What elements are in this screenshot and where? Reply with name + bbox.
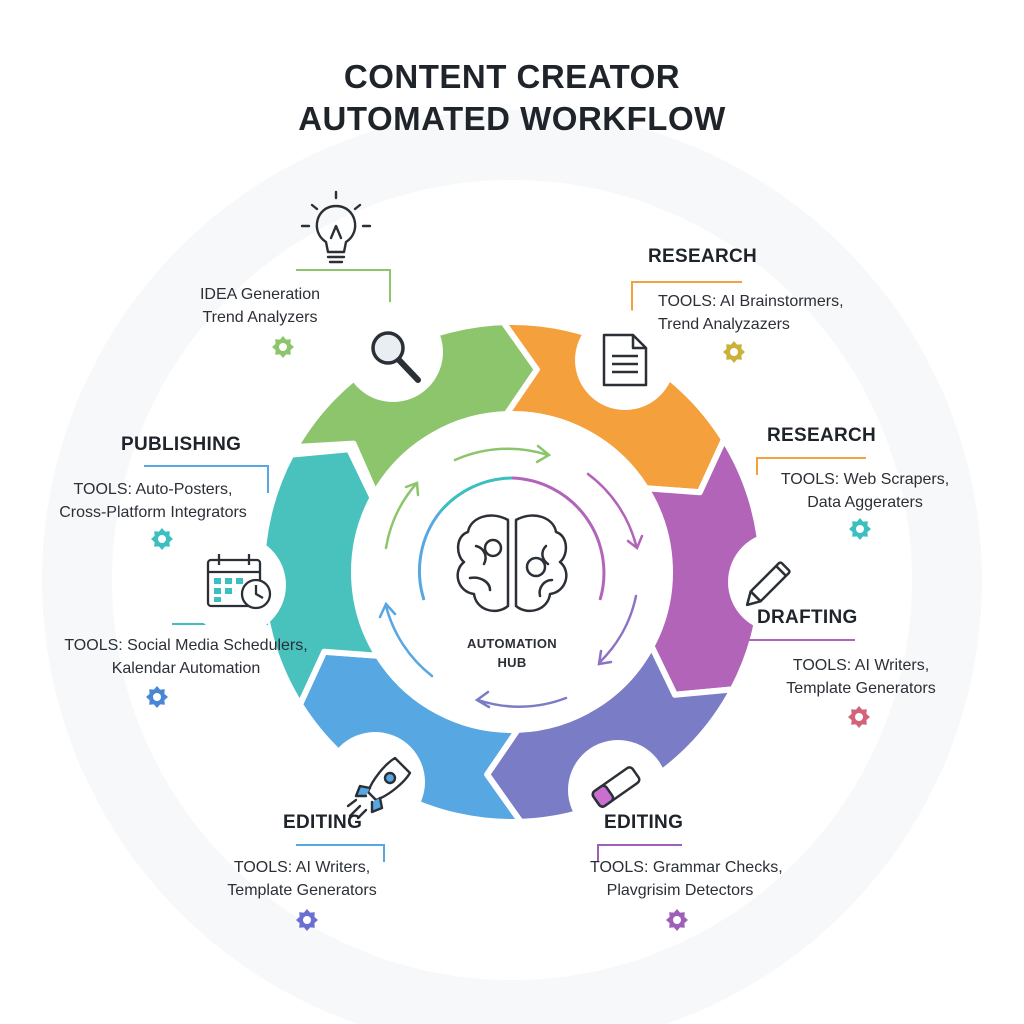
cycle-arrow-bottom [476, 696, 568, 708]
connector-research-top [631, 281, 742, 320]
inner-ring-blue [417, 511, 442, 601]
magnifier-icon [371, 331, 421, 383]
publishing-heading: PUBLISHING [121, 434, 242, 455]
research-tools-right: TOOLS: Web Scrapers, Data Aggeraters [770, 468, 960, 514]
inner-ring-teal [438, 476, 513, 513]
gear-icon-publishing [151, 528, 173, 550]
cycle-arrowhead-top [535, 444, 552, 464]
editing-left-line2: Template Generators [227, 882, 377, 899]
hub-label: AUTOMATION HUB [442, 634, 582, 672]
editing-heading-right: EDITING [604, 812, 684, 833]
gear-icon-schedulers [146, 686, 168, 708]
research-heading-right: RESEARCH [767, 425, 877, 446]
editing-left-line1: TOOLS: AI Writers, [233, 859, 371, 876]
cycle-arrowhead-upper-left [404, 481, 420, 497]
drafting-tools: TOOLS: AI Writers, Template Generators [766, 654, 956, 700]
research-right-line1: TOOLS: Web Scrapers, [780, 471, 950, 488]
editing-right-line1: TOOLS: Grammar Checks, [590, 859, 783, 876]
idea-label: IDEA Generation Trend Analyzers [180, 283, 340, 329]
schedulers-line1: TOOLS: Social Media Schedulers, [64, 637, 308, 654]
connector-publishing [144, 465, 269, 493]
drafting-heading: DRAFTING [757, 607, 858, 628]
hub-disc [352, 412, 672, 732]
connector-idea [296, 269, 391, 308]
research-top-line2: Trend Analyzazers [658, 316, 790, 333]
connector-research-right [756, 457, 866, 475]
drafting-line1: TOOLS: AI Writers, [792, 657, 930, 674]
gear-icons [146, 336, 871, 931]
brain-icon [456, 514, 568, 613]
cycle-arrows [378, 444, 644, 709]
publishing-line2: Cross-Platform Integrators [59, 504, 247, 521]
cycle-arrow-lower-right [598, 594, 638, 664]
cycle-arrowhead-lower-right [597, 649, 613, 666]
research-right-line2: Data Aggeraters [807, 494, 923, 511]
lightbulb-icon [300, 190, 372, 264]
gear-icon-research-right [849, 518, 871, 540]
research-top-line1: TOOLS: AI Brainstormers, [658, 293, 844, 310]
connector-drafting [741, 639, 855, 645]
hub-label-line1: AUTOMATION [467, 636, 557, 651]
drafting-line2: Template Generators [786, 680, 936, 697]
research-heading-top: RESEARCH [648, 246, 758, 267]
cycle-arrowhead-right [626, 534, 644, 550]
cycle-arrow-left [384, 604, 434, 678]
cycle-arrowhead-bottom [474, 690, 491, 709]
idea-line1: IDEA Generation [199, 286, 321, 303]
editing-tools-left: TOOLS: AI Writers, Template Generators [212, 856, 392, 902]
cycle-arrowhead-left [378, 601, 397, 619]
rocket-icon [346, 756, 412, 820]
inner-ring-magenta [511, 476, 606, 601]
idea-line2: Trend Analyzers [202, 309, 318, 326]
document-icon [602, 333, 648, 387]
calendar-clock-icon [206, 554, 272, 610]
schedulers-tools: TOOLS: Social Media Schedulers, Kalendar… [56, 634, 316, 680]
cycle-arrow-top [453, 447, 550, 462]
schedulers-line2: Kalendar Automation [111, 660, 261, 677]
publishing-tools: TOOLS: Auto-Posters, Cross-Platform Inte… [44, 478, 262, 524]
gear-icon-research-top [723, 341, 745, 363]
publishing-line1: TOOLS: Auto-Posters, [73, 481, 233, 498]
cycle-arrow-right [586, 472, 638, 547]
editing-heading-left: EDITING [283, 812, 363, 833]
cycle-arrow-upper-left [384, 482, 418, 550]
editing-tools-right: TOOLS: Grammar Checks, Plavgrisim Detect… [590, 856, 783, 902]
gear-icon-drafting [848, 706, 870, 728]
diagram-title-line2: AUTOMATED WORKFLOW [298, 100, 726, 137]
gear-icon-idea [272, 336, 294, 358]
connector-editing-right [597, 844, 682, 862]
research-tools-top: TOOLS: AI Brainstormers, Trend Analyzaze… [658, 290, 844, 336]
eraser-icon [591, 766, 641, 808]
hub-label-line2: HUB [497, 655, 527, 670]
editing-right-line2: Plavgrisim Detectors [606, 882, 754, 899]
connector-editing-left [296, 844, 385, 862]
diagram-title-line1: CONTENT CREATOR [343, 58, 681, 95]
pencil-icon [745, 561, 791, 607]
gear-icon-editing-right [666, 909, 688, 931]
gear-icon-editing-left [296, 909, 318, 931]
